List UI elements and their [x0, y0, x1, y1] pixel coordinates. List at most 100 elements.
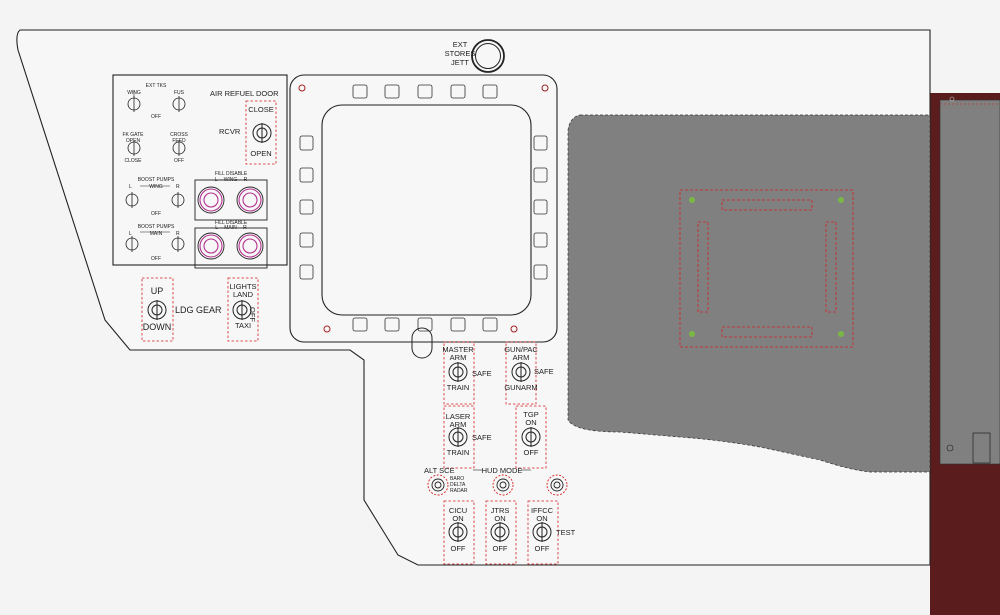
lights-land-label: LAND: [232, 290, 254, 299]
fk-gate-toggle[interactable]: [127, 140, 141, 156]
jett-label-1: EXT: [452, 40, 468, 49]
fill-disable-main-l-button[interactable]: [198, 233, 224, 259]
alt-scr-radar: RADAR: [450, 488, 468, 494]
boost-main-r-toggle[interactable]: [171, 236, 185, 252]
gun-pac-label: GUN/PAC: [504, 345, 538, 354]
laser-label: LASER: [445, 412, 471, 421]
boost-wing-l-toggle[interactable]: [125, 192, 139, 208]
lights-taxi-label: TAXI: [234, 321, 252, 330]
fus-label: FUS: [174, 90, 184, 96]
iffcc-off-label: OFF: [534, 544, 550, 553]
master-arm-label: ARM: [449, 353, 467, 362]
ext-tks-title: EXT TKS: [145, 83, 167, 89]
ldg-gear-down-label: DOWN: [142, 322, 172, 332]
cross-feed-label: CROSS: [170, 132, 188, 138]
cross-feed-toggle[interactable]: [172, 140, 186, 156]
tgp-off-label: OFF: [523, 448, 539, 457]
laser-arm-toggle[interactable]: [448, 426, 468, 448]
ldg-gear-up-label: UP: [150, 286, 164, 296]
tgp-toggle[interactable]: [521, 426, 541, 448]
mfcd-bezel: [289, 74, 558, 343]
boost-main-l-toggle[interactable]: [125, 236, 139, 252]
refuel-open-label: OPEN: [250, 149, 272, 158]
gray-display-area: [567, 114, 931, 473]
ext-stores-jett-button: [471, 39, 505, 73]
wing-label: WING: [127, 90, 141, 96]
gun-pac-toggle[interactable]: [511, 361, 531, 383]
jett-label-3: JETT: [451, 58, 469, 67]
ldg-gear-toggle[interactable]: [147, 299, 167, 321]
cicu-toggle[interactable]: [448, 521, 468, 543]
boost-main-r: R: [176, 231, 180, 237]
mfcd-display: [322, 105, 531, 315]
lights-toggle[interactable]: [232, 299, 252, 321]
master-label: MASTER: [442, 345, 474, 354]
jtrs-label: JTRS: [490, 506, 510, 515]
ext-off-label: OFF: [151, 114, 161, 120]
hud-mode-knob-left[interactable]: [493, 475, 513, 495]
mfcd-screen: [321, 104, 532, 316]
laser-arm-label: ARM: [449, 420, 467, 429]
alt-scr-knob[interactable]: [428, 475, 448, 495]
lights-label: LIGHTS: [229, 282, 257, 291]
boost-main-l: L: [129, 231, 132, 237]
fill-disable-wing-l-button[interactable]: [198, 187, 224, 213]
toggle-switch-set: [147, 123, 552, 542]
boost-wing-r-toggle[interactable]: [171, 192, 185, 208]
ext-tks-fus-toggle[interactable]: [172, 96, 186, 112]
fill-main-title: FILL DISABLE: [214, 220, 248, 226]
alt-scr-delta: DELTA: [450, 482, 466, 488]
air-refuel-door-title: AIR REFUEL DOOR: [210, 89, 279, 98]
iffcc-toggle[interactable]: [532, 521, 552, 543]
jtrs-on-label: ON: [494, 514, 506, 523]
gun-pac-arm-label: ARM: [512, 353, 530, 362]
fill-wing-title: FILL DISABLE: [214, 171, 248, 177]
fk-gate-open-label: OPEN: [125, 138, 141, 144]
tgp-label: TGP: [523, 410, 539, 419]
hud-mode-knob-right[interactable]: [547, 475, 567, 495]
fill-disable-wing-r-button[interactable]: [237, 187, 263, 213]
fill-wing-sub: L —WING— R: [214, 177, 248, 183]
hud-mode-label: HUD MODE: [481, 466, 523, 475]
fk-gate-label: FK GATE: [122, 132, 144, 138]
gun-pac-safe-label: SAFE: [534, 367, 554, 376]
ext-tks-wing-toggle[interactable]: [127, 96, 141, 112]
iffcc-label: IFFCC: [530, 506, 554, 515]
boost-wing-off: OFF: [151, 211, 161, 217]
cicu-on-label: ON: [452, 514, 464, 523]
iffcc-test-label: TEST: [556, 528, 576, 537]
master-safe-label: SAFE: [472, 369, 492, 378]
fill-disable-main-r-button[interactable]: [237, 233, 263, 259]
ext-stores-jett-button-hit[interactable]: [472, 40, 504, 72]
master-train-label: TRAIN: [446, 383, 470, 392]
alt-scr-label: ALT SCE: [424, 466, 455, 475]
cicu-label: CICU: [448, 506, 468, 515]
cross-feed-label-2: FEED: [172, 138, 186, 144]
boost-wing-title: BOOST PUMPS: [137, 177, 175, 183]
laser-safe-label: SAFE: [472, 433, 492, 442]
jett-label-2: STORES: [444, 49, 476, 58]
jtrs-toggle[interactable]: [490, 521, 510, 543]
boost-main-mid: MAIN: [149, 231, 163, 237]
boost-main-off: OFF: [151, 256, 161, 262]
iffcc-on-label: ON: [536, 514, 548, 523]
boost-wing-r: R: [176, 184, 180, 190]
jtrs-off-label: OFF: [492, 544, 508, 553]
gun-pac-gunarm-label: GUNARM: [504, 383, 538, 392]
cicu-off-label: OFF: [450, 544, 466, 553]
refuel-close-label: CLOSE: [248, 105, 274, 114]
boost-wing-l: L: [129, 184, 132, 190]
rcvr-label: RCVR: [219, 127, 241, 136]
boost-wing-mid: WING: [149, 184, 163, 190]
boost-main-title: BOOST PUMPS: [137, 224, 175, 230]
air-refuel-door-toggle[interactable]: [252, 122, 272, 144]
master-arm-toggle[interactable]: [448, 361, 468, 383]
fill-main-sub: L —MAIN— R: [215, 225, 247, 231]
laser-train-label: TRAIN: [446, 448, 470, 457]
ldg-gear-label: LDG GEAR: [175, 305, 222, 315]
cross-feed-off-label: OFF: [174, 158, 184, 164]
tgp-on-label: ON: [525, 418, 537, 427]
fuel-subpanel: [112, 74, 288, 266]
